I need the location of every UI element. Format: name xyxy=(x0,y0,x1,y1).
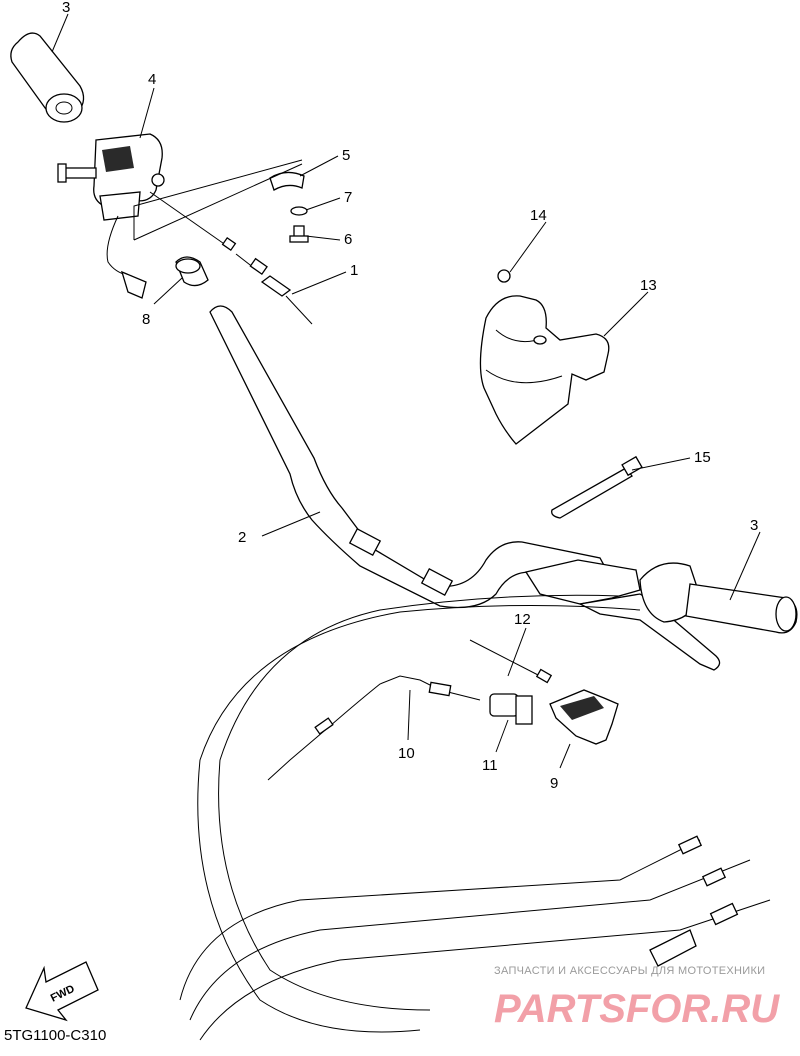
handlebar xyxy=(209,305,614,609)
cable-holder xyxy=(549,689,619,745)
right-grip xyxy=(685,583,798,634)
callout-14: 14 xyxy=(530,207,547,224)
leader-lines xyxy=(51,13,761,769)
switch-wire xyxy=(106,215,147,299)
callout-9: 9 xyxy=(550,775,558,792)
throttle-cable-12 xyxy=(469,639,553,684)
top-cover xyxy=(479,295,610,445)
throttle-cable-10 xyxy=(267,675,481,781)
callout-11: 11 xyxy=(482,757,498,774)
bolt xyxy=(289,225,309,243)
callout-5: 5 xyxy=(342,147,350,164)
clamp xyxy=(269,171,305,191)
callout-15: 15 xyxy=(694,449,711,466)
callout-13: 13 xyxy=(640,277,657,294)
callout-10: 10 xyxy=(398,745,415,762)
cable-adjuster xyxy=(489,693,533,725)
left-grip xyxy=(10,32,85,123)
callout-2: 2 xyxy=(238,529,246,546)
diagram-code: 5TG1100-C310 xyxy=(4,1027,106,1044)
callout-1: 1 xyxy=(350,262,358,279)
callout-4: 4 xyxy=(148,71,156,88)
callout-6: 6 xyxy=(344,231,352,248)
callout-12: 12 xyxy=(514,611,531,628)
collar xyxy=(175,256,209,287)
lever-assembly xyxy=(524,559,721,671)
routed-cables xyxy=(179,594,771,1041)
washer xyxy=(290,206,308,216)
callout-7: 7 xyxy=(344,189,352,206)
cap xyxy=(497,269,511,283)
callout-3-left: 3 xyxy=(62,0,70,16)
watermark-tagline: ЗАПЧАСТИ И АКСЕССУАРЫ ДЛЯ МОТОТЕХНИКИ xyxy=(494,965,765,977)
cable-band xyxy=(551,455,643,519)
throttle-housing xyxy=(57,133,165,221)
watermark-brand: PARTSFOR.RU xyxy=(494,987,780,1031)
callout-3-right: 3 xyxy=(750,517,758,534)
fwd-arrow: FWD xyxy=(25,961,99,1022)
callout-8: 8 xyxy=(142,311,150,328)
throttle-cable xyxy=(149,191,313,325)
